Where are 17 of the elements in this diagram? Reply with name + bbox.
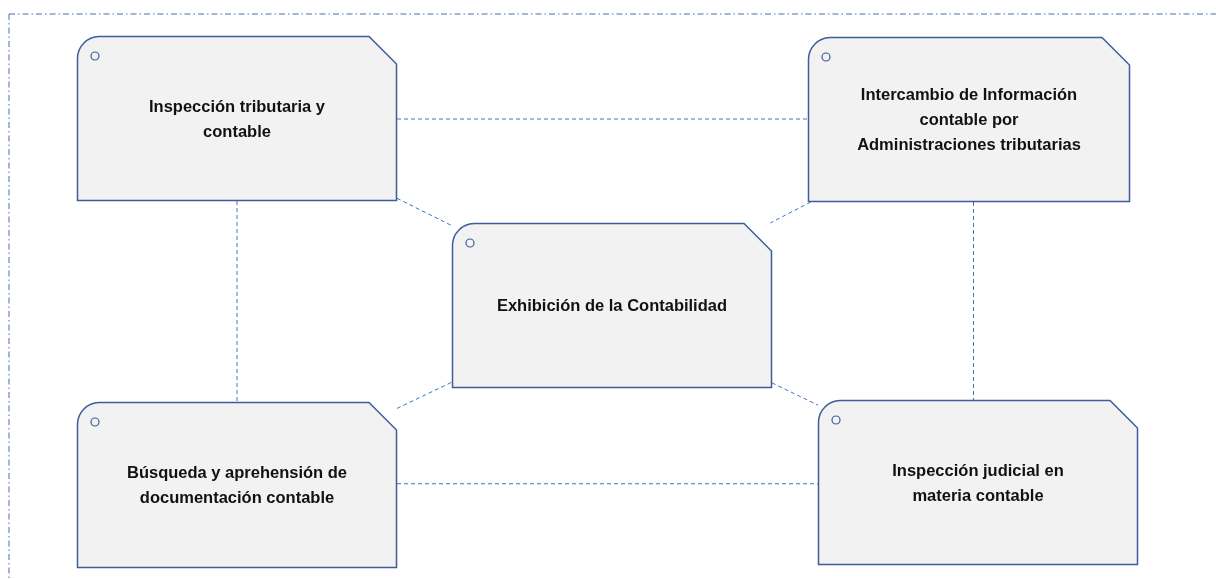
connector-line: [396, 118, 809, 120]
connector-line: [973, 201, 974, 401]
note-card: [77, 402, 397, 568]
card-title: Búsqueda y aprehensión de documentación contable: [125, 462, 349, 508]
card-title: Inspección tributaria y contable: [147, 95, 326, 142]
connector-line: [771, 382, 819, 406]
connector-line: [236, 200, 238, 403]
note-card: [808, 37, 1130, 202]
note-card: [452, 223, 772, 388]
note-card: [818, 400, 1138, 565]
connector-line: [769, 201, 812, 224]
card-title: Inspección judicial en materia contable: [891, 459, 1065, 506]
connector-line: [396, 381, 453, 409]
card-title: Intercambio de Información contable por Administraciones tributarias: [856, 84, 1082, 155]
connector-line: [396, 197, 453, 227]
note-card: [77, 36, 397, 201]
card-title: Exhibición de la Contabilidad: [496, 295, 728, 316]
